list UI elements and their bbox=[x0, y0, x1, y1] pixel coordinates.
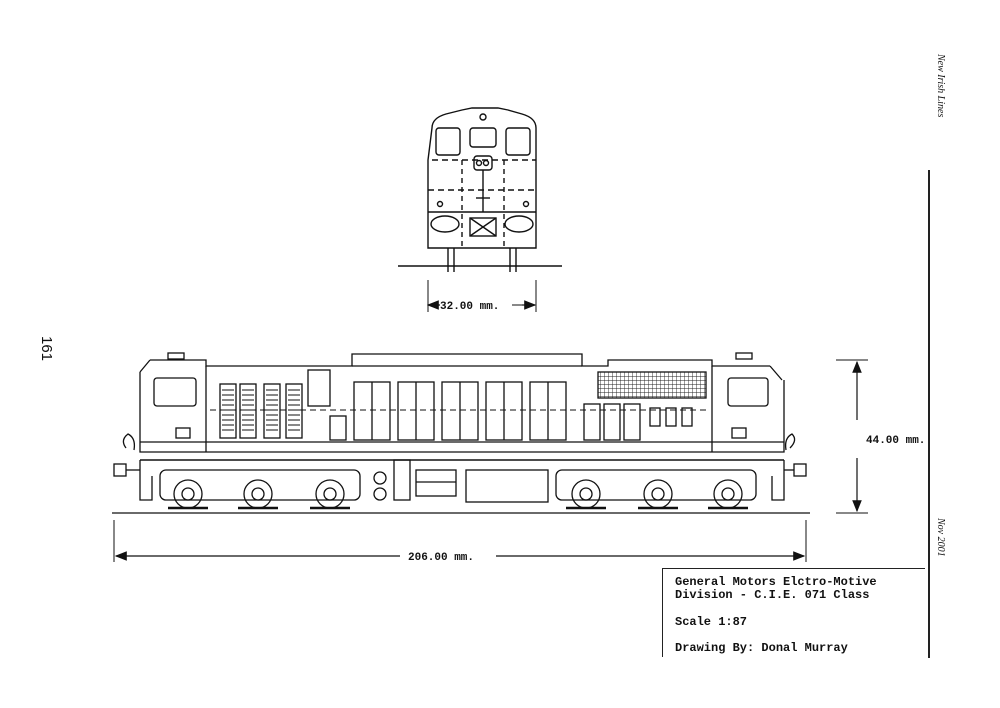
side-height-label: 44.00 mm. bbox=[866, 435, 925, 447]
bogie-left bbox=[159, 469, 361, 501]
coupler-hook-right bbox=[784, 433, 796, 451]
title-line-1: General Motors Elctro-Motive bbox=[675, 575, 877, 589]
side-body-outline bbox=[139, 372, 785, 453]
front-headlight-right bbox=[504, 215, 534, 233]
cab-window-right bbox=[727, 377, 769, 407]
front-window-right bbox=[505, 127, 531, 156]
cab-window-left bbox=[153, 377, 197, 407]
side-view bbox=[112, 352, 868, 562]
bogie-right bbox=[555, 469, 757, 501]
coupler-hook-left bbox=[122, 433, 136, 451]
overall-length-label: 206.00 mm. bbox=[408, 552, 474, 564]
front-headlight-left bbox=[430, 215, 460, 233]
scale-label: Scale 1:87 bbox=[675, 615, 748, 629]
wheels bbox=[173, 479, 743, 509]
front-width-label: 32.00 mm. bbox=[440, 301, 499, 313]
louvre-panels bbox=[219, 383, 303, 439]
border-rule bbox=[928, 170, 930, 658]
drawn-by-label: Drawing By: Donal Murray bbox=[675, 641, 848, 655]
front-body-outline bbox=[427, 107, 537, 249]
front-view bbox=[398, 107, 562, 312]
title-line-2: Division - C.I.E. 071 Class bbox=[675, 588, 870, 602]
front-window-center bbox=[469, 127, 497, 148]
front-window-left bbox=[435, 127, 461, 156]
title-block: General Motors Elctro-Motive Division - … bbox=[662, 568, 925, 657]
radiator-grille bbox=[597, 371, 707, 399]
front-coupler-box bbox=[469, 217, 497, 237]
